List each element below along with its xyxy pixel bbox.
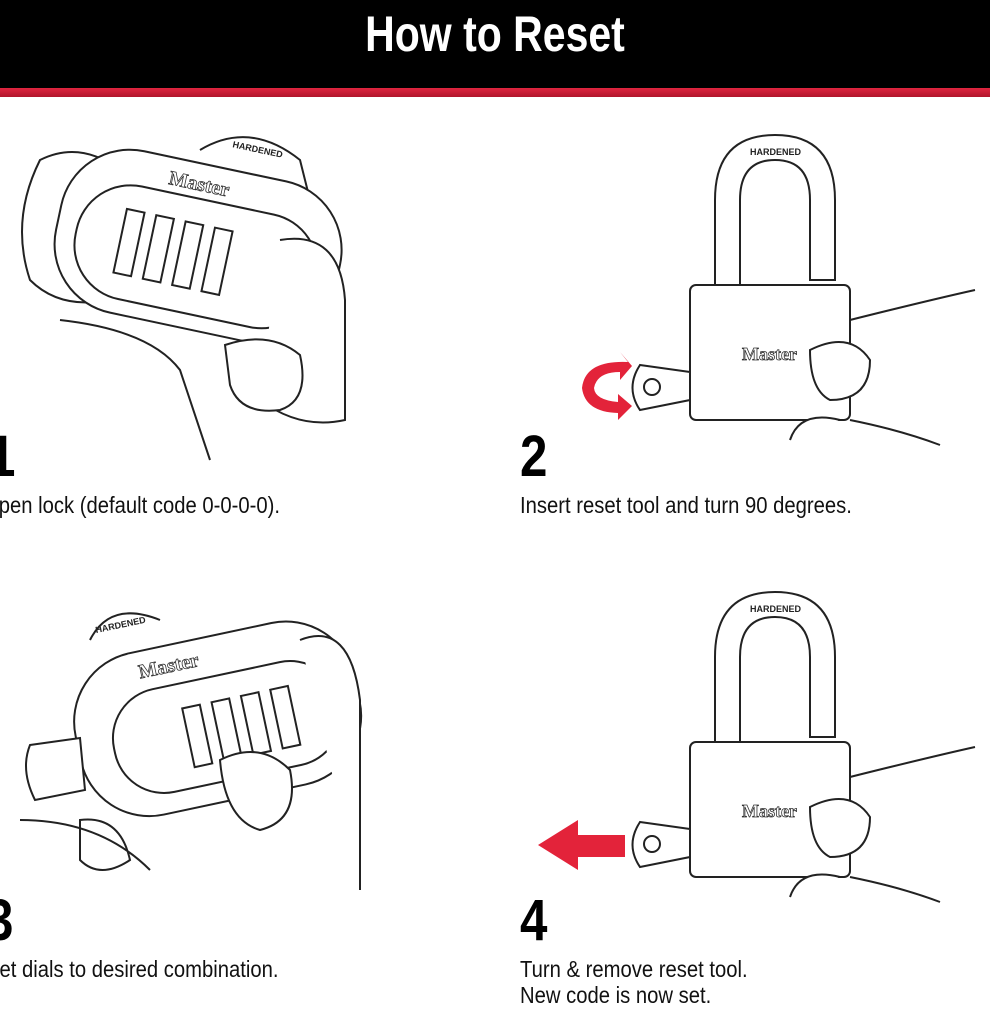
shackle-label: HARDENED [750, 147, 802, 157]
step-4-number: 4 [520, 888, 548, 953]
red-divider [0, 88, 990, 97]
brand-logo: Master [742, 344, 797, 364]
thumb [218, 751, 293, 832]
dial [141, 213, 176, 284]
reset-tool-icon [25, 736, 87, 802]
thumb [808, 798, 872, 859]
brand-logo: Master [742, 801, 797, 821]
left-arrow-icon [538, 820, 625, 870]
reset-tool-icon [631, 820, 691, 869]
shackle-label: HARDENED [750, 604, 802, 614]
dial [112, 207, 146, 278]
step1-illustration: HARDENED Master [21, 136, 346, 461]
step3-illustration: HARDENED Master [19, 612, 363, 890]
step-4-text: Turn & remove reset tool. [520, 956, 748, 982]
step-1-text: Open lock (default code 0-0-0-0). [0, 492, 281, 518]
shackle [89, 612, 161, 641]
step4-illustration: HARDENED Master [538, 590, 976, 903]
step-1-number: 1 [0, 428, 15, 486]
dial [170, 220, 205, 290]
reset-tool-hole [643, 835, 661, 853]
dial [181, 703, 214, 769]
reset-tool-icon [631, 363, 691, 412]
step2-illustration: HARDENED Master [582, 133, 976, 446]
page-title: How to Reset [365, 6, 625, 62]
hand-outline [19, 635, 361, 890]
dial [269, 684, 302, 750]
step-2-text: Insert reset tool and turn 90 degrees. [520, 492, 852, 518]
shackle [714, 590, 836, 743]
step-4-text-line2: New code is now set. [520, 982, 712, 1008]
reset-tool-hole [643, 378, 661, 396]
step-2-number: 2 [520, 424, 548, 489]
hand-outline [789, 746, 976, 903]
step-3-number: 3 [0, 892, 13, 950]
shackle [714, 133, 836, 286]
hand-outline [789, 289, 976, 446]
rotate-arrow-icon [582, 352, 632, 420]
header-bar: How to Reset [0, 0, 990, 88]
thumb [223, 338, 304, 412]
step-3-text: Set dials to desired combination. [0, 956, 279, 982]
dial [200, 226, 234, 297]
hand-outline [59, 319, 211, 461]
thumb [808, 341, 872, 402]
